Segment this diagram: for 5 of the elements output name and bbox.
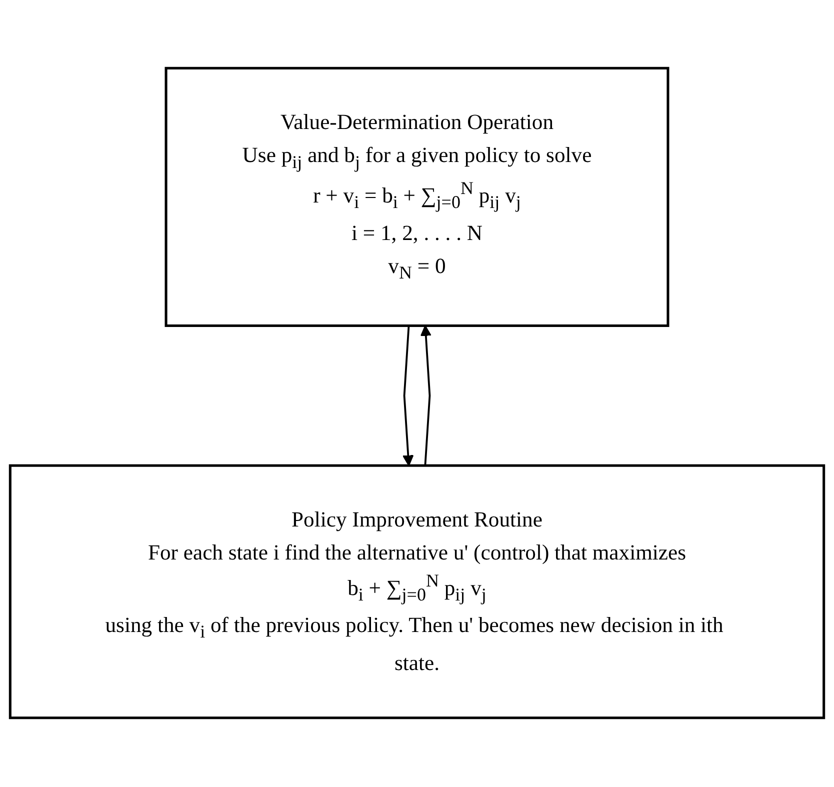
arrow bbox=[402, 326, 414, 467]
node-box bbox=[8, 464, 826, 720]
flowchart: Value-Determination Operation Use p$_{ij}$ and b$_{j}$ for a given policy to solve r + v$_{i}$ = b$_{i}$ + ∑$_{j=0}$$^{N}$ p$_{ij}$ v$_{j}$ i = 1, 2, . . . . N v$_{N}$ = 0 Policy Improvement Routine For each state i find the alternative u' (control) that maximizes b$_{i}$ + ∑$_{j=0}$$^{N}$ p$_{ij}$ v$_{j}$ using the v$_{i}$ of the previous policy. Then u' becomes new decision in ith state. bbox=[0, 58, 834, 728]
arrow bbox=[420, 326, 432, 466]
node-box bbox=[164, 67, 670, 328]
